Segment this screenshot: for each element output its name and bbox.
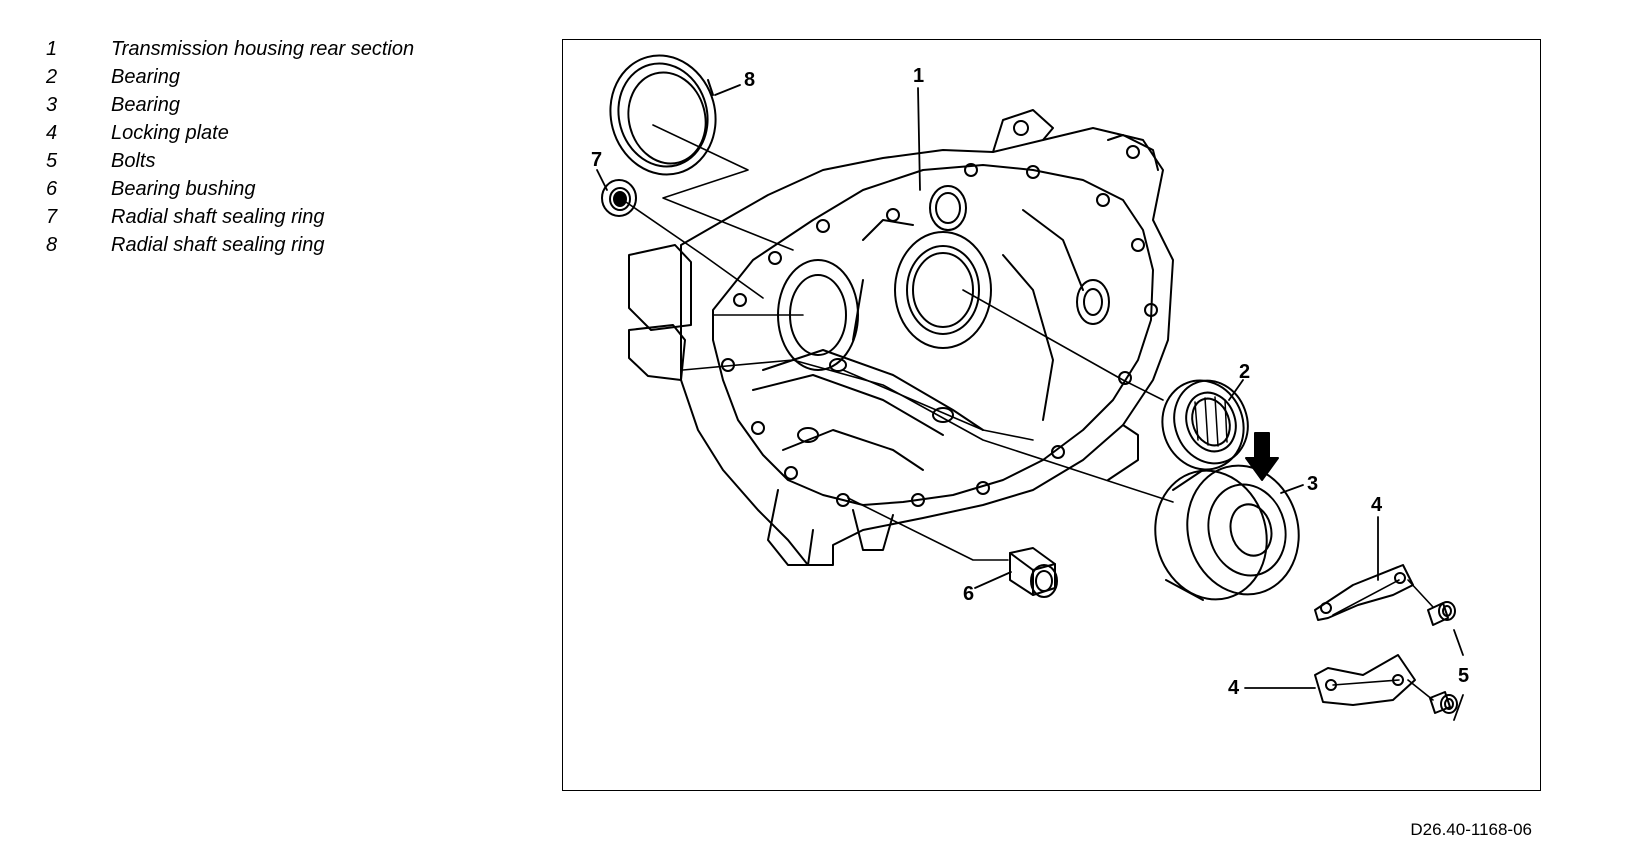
legend-item: 2 Bearing xyxy=(40,63,520,91)
legend-label: Radial shaft sealing ring xyxy=(111,233,325,256)
legend-label: Bolts xyxy=(111,149,156,172)
legend-number: 3 xyxy=(46,93,58,116)
legend-label: Locking plate xyxy=(111,121,229,144)
legend-item: 8 Radial shaft sealing ring xyxy=(40,231,520,259)
locking-plate-lower-drawing xyxy=(1314,654,1416,706)
legend-label: Transmission housing rear section xyxy=(111,37,415,60)
legend-number: 2 xyxy=(46,65,58,88)
bearing-2-drawing xyxy=(1161,379,1249,471)
callout-5: 5 xyxy=(1458,665,1469,687)
callout-8: 8 xyxy=(744,69,755,91)
legend-number: 6 xyxy=(46,177,58,200)
legend-label: Bearing bushing xyxy=(111,177,256,200)
locking-plate-upper-drawing xyxy=(1314,564,1414,621)
leader-lines xyxy=(596,84,1464,721)
bearing-bushing-drawing xyxy=(1009,547,1058,598)
legend-number: 7 xyxy=(46,205,58,228)
callout-7: 7 xyxy=(591,149,602,171)
small-radial-seal-drawing xyxy=(601,179,637,217)
exploded-view-drawing: 1 2 3 4 4 5 6 7 8 xyxy=(591,54,1469,721)
legend-label: Bearing xyxy=(111,93,180,116)
large-radial-seal-drawing xyxy=(609,54,717,176)
figure-reference-code: D26.40-1168-06 xyxy=(1410,820,1532,839)
callout-4-upper: 4 xyxy=(1371,494,1383,516)
exploded-view-figure: 1 2 3 4 4 5 6 7 8 xyxy=(562,39,1541,791)
legend-item: 4 Locking plate xyxy=(40,119,520,147)
legend-label: Bearing xyxy=(111,65,180,88)
callout-6: 6 xyxy=(963,583,974,605)
legend-number: 1 xyxy=(46,37,58,60)
legend-label: Radial shaft sealing ring xyxy=(111,205,325,228)
callout-2: 2 xyxy=(1239,361,1250,383)
callouts: 1 2 3 4 4 5 6 7 8 xyxy=(591,65,1469,699)
bearing-3-drawing xyxy=(1154,464,1300,601)
bolt-lower-drawing xyxy=(1429,691,1458,714)
legend-item: 5 Bolts xyxy=(40,147,520,175)
installation-direction-arrow xyxy=(1245,432,1279,481)
parts-legend: 1 Transmission housing rear section 2 Be… xyxy=(40,35,520,259)
legend-item: 3 Bearing xyxy=(40,91,520,119)
bolt-upper-drawing xyxy=(1427,601,1456,626)
callout-4-lower: 4 xyxy=(1228,677,1240,699)
callout-3: 3 xyxy=(1307,473,1318,495)
alignment-lines xyxy=(622,124,1434,701)
legend-number: 4 xyxy=(46,121,58,144)
legend-item: 7 Radial shaft sealing ring xyxy=(40,203,520,231)
legend-item: 6 Bearing bushing xyxy=(40,175,520,203)
transmission-housing-drawing xyxy=(628,109,1174,566)
callout-1: 1 xyxy=(913,65,924,87)
legend-item: 1 Transmission housing rear section xyxy=(40,35,520,63)
legend-number: 8 xyxy=(46,233,58,256)
legend-number: 5 xyxy=(46,149,58,172)
